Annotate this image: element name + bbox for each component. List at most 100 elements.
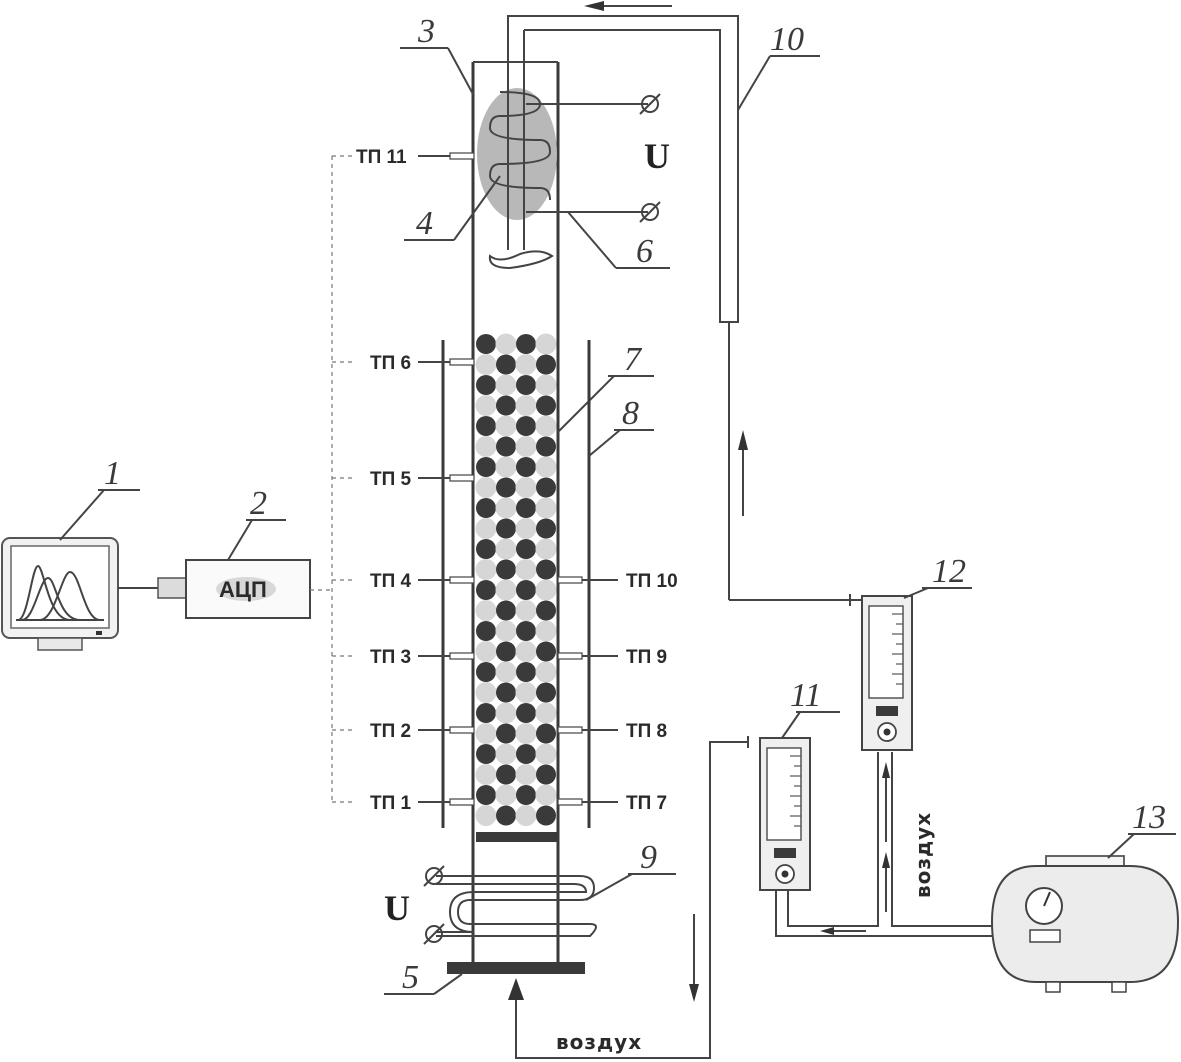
bottom-air-line — [508, 736, 749, 1059]
light-pellet — [475, 682, 497, 703]
svg-text:10: 10 — [770, 21, 804, 58]
light-pellet — [475, 641, 497, 662]
dark-pellet — [496, 477, 516, 498]
light-pellet — [495, 497, 517, 519]
thermocouple-tp1: ТП 1 — [370, 793, 475, 814]
light-pellet — [515, 436, 537, 457]
svg-text:ТП 2: ТП 2 — [370, 721, 411, 742]
light-pellet — [515, 723, 537, 744]
gas-outlet-tube — [507, 15, 862, 606]
label-5: 5 — [384, 959, 463, 996]
svg-text:5: 5 — [402, 959, 419, 996]
svg-text:7: 7 — [624, 341, 643, 378]
dark-pellet — [476, 744, 496, 764]
voltage-bottom-label: U — [384, 888, 410, 928]
svg-text:ТП 6: ТП 6 — [370, 353, 411, 374]
light-pellet — [535, 579, 557, 601]
dark-pellet — [536, 518, 556, 539]
dark-pellet — [516, 539, 536, 559]
label-1: 1 — [59, 455, 140, 541]
light-pellet — [515, 600, 537, 621]
light-pellet — [495, 456, 517, 478]
dark-pellet — [516, 621, 536, 641]
light-pellet — [515, 354, 537, 375]
light-pellet — [475, 395, 497, 416]
dark-pellet — [536, 354, 556, 375]
light-pellet — [535, 743, 557, 765]
dark-pellet — [476, 580, 496, 600]
label-6: 6 — [567, 211, 670, 270]
dark-pellet — [496, 600, 516, 621]
dark-pellet — [496, 559, 516, 580]
light-pellet — [495, 415, 517, 437]
compressor — [990, 855, 1180, 993]
light-pellet — [515, 518, 537, 539]
light-pellet — [515, 559, 537, 580]
light-pellet — [535, 456, 557, 478]
dark-pellet — [496, 682, 516, 703]
light-pellet — [475, 477, 497, 498]
lower-terminal-1 — [423, 865, 445, 887]
label-7: 7 — [557, 341, 654, 433]
dark-pellet — [536, 682, 556, 703]
light-pellet — [475, 723, 497, 744]
dark-pellet — [516, 662, 536, 682]
svg-text:ТП 4: ТП 4 — [370, 571, 412, 592]
dark-pellet — [516, 580, 536, 600]
light-pellet — [495, 743, 517, 765]
label-12: 12 — [903, 553, 972, 599]
svg-text:8: 8 — [622, 395, 639, 432]
dark-pellet — [496, 518, 516, 539]
light-pellet — [495, 579, 517, 601]
air-right-label: воздух — [911, 812, 935, 898]
svg-text:3: 3 — [417, 13, 435, 50]
svg-text:6: 6 — [636, 233, 653, 270]
dark-pellet — [536, 477, 556, 498]
light-pellet — [515, 682, 537, 703]
svg-text:2: 2 — [250, 485, 267, 522]
dark-pellet — [496, 805, 516, 826]
light-pellet — [495, 333, 517, 355]
dark-pellet — [536, 764, 556, 785]
label-8: 8 — [588, 395, 654, 457]
light-pellet — [535, 620, 557, 642]
dark-pellet — [516, 334, 536, 354]
light-pellet — [495, 538, 517, 560]
light-pellet — [495, 374, 517, 396]
light-pellet — [535, 374, 557, 396]
light-pellet — [535, 784, 557, 806]
adc-unit: АЦП — [185, 559, 311, 619]
light-pellet — [475, 518, 497, 539]
label-3: 3 — [400, 13, 475, 97]
upper-terminal-1 — [639, 93, 661, 115]
air-bottom-label: воздух — [556, 1030, 642, 1054]
dark-pellet — [536, 641, 556, 662]
dark-pellet — [476, 334, 496, 354]
dark-pellet — [496, 764, 516, 785]
upper-terminal-2 — [639, 201, 661, 223]
monitor — [1, 537, 119, 651]
dark-pellet — [536, 436, 556, 457]
heating-jacket — [441, 340, 591, 828]
dark-pellet — [476, 457, 496, 477]
lower-heater-coil — [436, 875, 597, 937]
light-pellet — [475, 600, 497, 621]
light-pellet — [495, 661, 517, 683]
light-pellet — [535, 497, 557, 519]
light-pellet — [515, 395, 537, 416]
thermocouple-tp5: ТП 5 — [370, 469, 475, 490]
thermocouple-tp9: ТП 9 — [557, 647, 667, 668]
voltage-top-label: U — [644, 136, 670, 176]
thermocouple-tp4: ТП 4 — [370, 571, 475, 592]
cable-connector — [157, 577, 187, 599]
light-pellet — [475, 559, 497, 580]
flow-arrow-up-tube — [738, 430, 748, 516]
dark-pellet — [476, 375, 496, 395]
svg-text:1: 1 — [104, 455, 121, 492]
light-pellet — [475, 354, 497, 375]
dark-pellet — [476, 621, 496, 641]
dark-pellet — [476, 539, 496, 559]
label-13: 13 — [1107, 799, 1176, 859]
light-pellet — [515, 641, 537, 662]
svg-text:ТП 9: ТП 9 — [626, 647, 667, 668]
